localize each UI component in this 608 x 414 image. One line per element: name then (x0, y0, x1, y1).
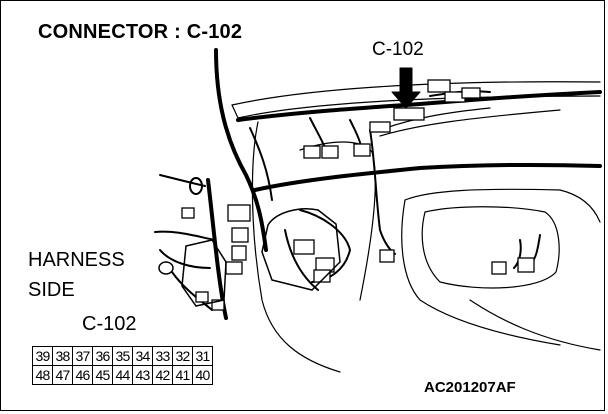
connector (491, 261, 507, 275)
pin-row-top: 39 38 37 36 35 34 33 32 31 (32, 346, 213, 366)
callout-label: C-102 (372, 39, 424, 60)
pin-cell: 48 (32, 365, 53, 385)
glovebox-outline (404, 188, 601, 223)
connector (379, 249, 395, 263)
connector (225, 261, 243, 275)
connector (303, 145, 321, 159)
connector (517, 257, 535, 273)
connector (211, 299, 225, 311)
pin-cell: 43 (132, 365, 153, 385)
diagram-title: CONNECTOR : C-102 (38, 21, 243, 43)
pin-cell: 34 (132, 346, 153, 366)
connector (369, 121, 391, 133)
harness-side-label-line1: HARNESS (28, 249, 125, 271)
connector (231, 227, 249, 243)
pin-cell: 35 (112, 346, 133, 366)
pinout-table: 39 38 37 36 35 34 33 32 31 48 47 46 45 4… (32, 346, 213, 385)
pin-cell: 36 (92, 346, 113, 366)
harness-side-label-line2: SIDE (28, 279, 75, 301)
connector (293, 239, 315, 255)
connector (353, 143, 371, 157)
pin-cell: 46 (72, 365, 93, 385)
connector (227, 204, 251, 222)
pin-cell: 31 (192, 346, 213, 366)
c102-arrow (391, 67, 421, 109)
pin-cell: 38 (52, 346, 73, 366)
pin-cell: 44 (112, 365, 133, 385)
pin-row-bottom: 48 47 46 45 44 43 42 41 40 (32, 365, 213, 385)
connector (461, 87, 481, 99)
connector (313, 269, 331, 283)
pin-cell: 39 (32, 346, 53, 366)
connector (195, 291, 209, 303)
connector (181, 207, 195, 219)
pin-cell: 40 (192, 365, 213, 385)
pin-cell: 47 (52, 365, 73, 385)
pin-cell: 37 (72, 346, 93, 366)
pin-cell: 32 (172, 346, 193, 366)
figure-code: AC201207AF (424, 379, 516, 396)
connector (231, 245, 247, 261)
pinout-label: C-102 (82, 313, 137, 335)
pin-cell: 33 (152, 346, 173, 366)
connector-c102 (393, 107, 425, 121)
pin-cell: 42 (152, 365, 173, 385)
dashboard-outline (231, 81, 601, 106)
main-harness (236, 90, 602, 122)
pin-cell: 41 (172, 365, 193, 385)
connector (321, 145, 339, 159)
connector (427, 79, 451, 93)
pin-cell: 45 (92, 365, 113, 385)
